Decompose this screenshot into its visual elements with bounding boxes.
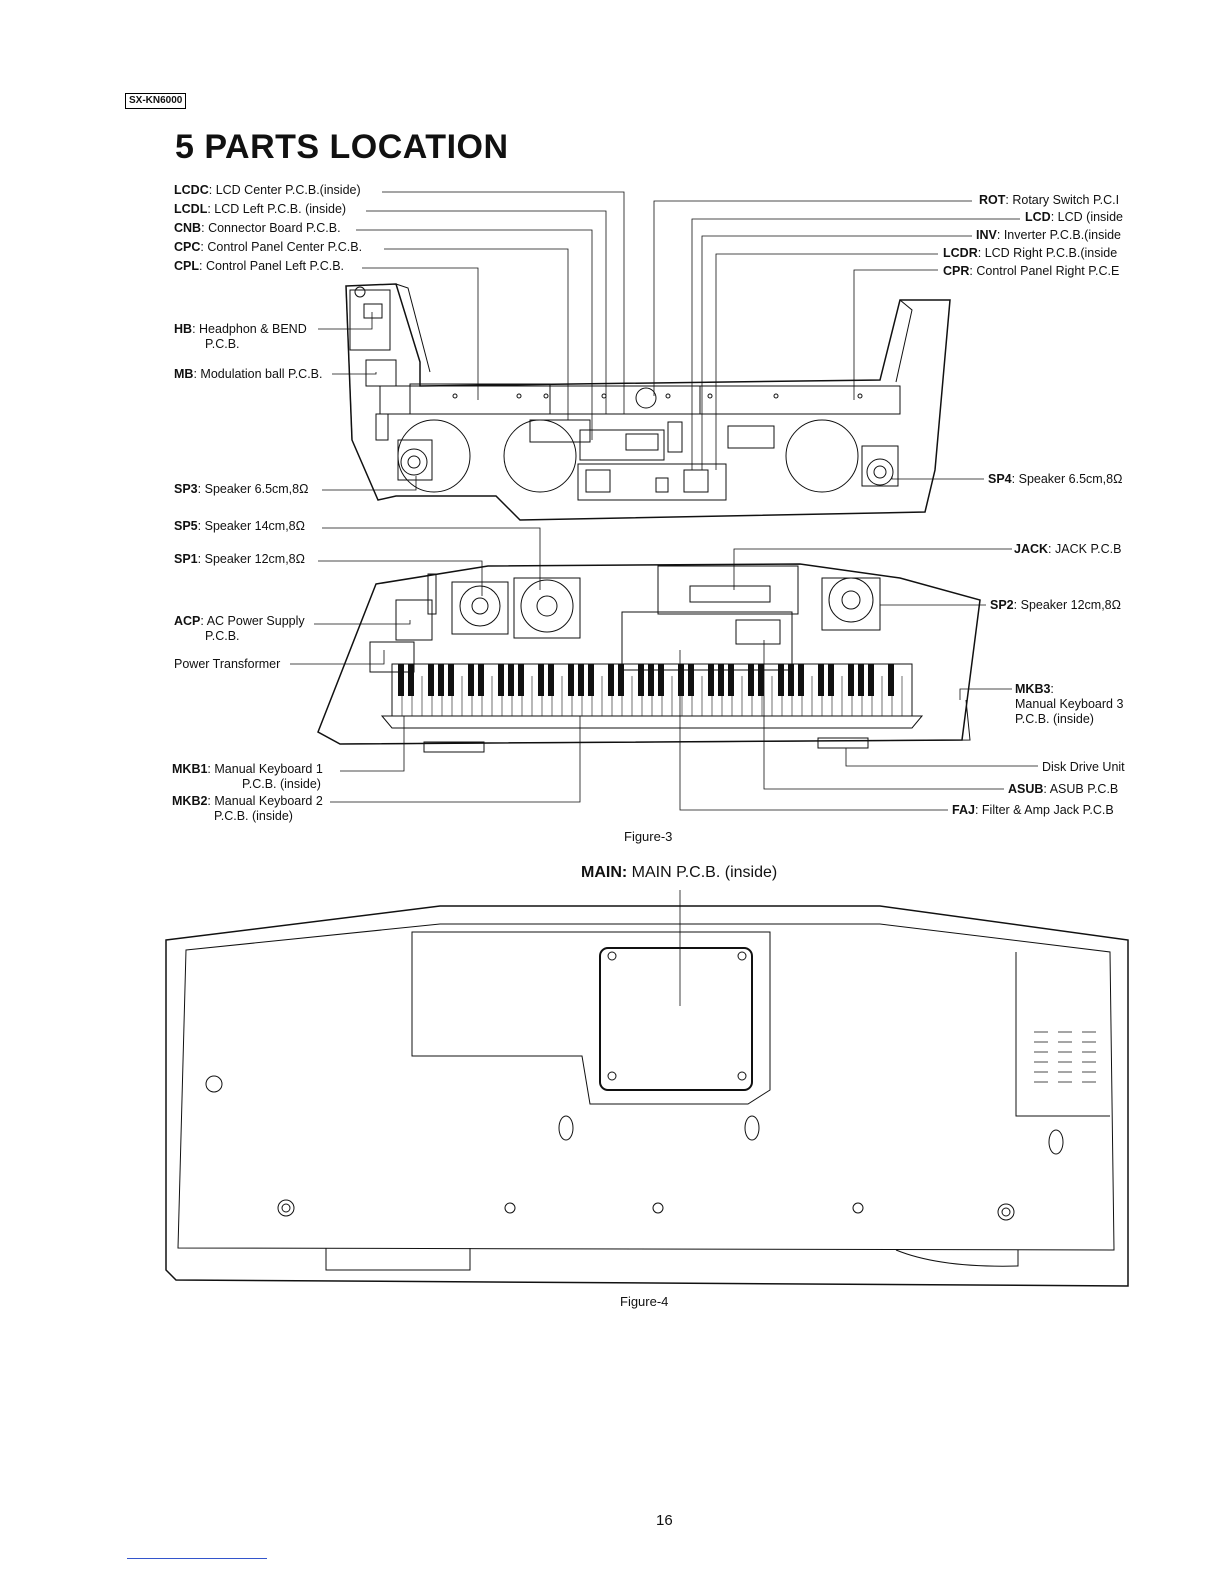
main-pcb-cover — [411, 931, 771, 1105]
label-asub: ASUB: ASUB P.C.B — [1008, 782, 1119, 796]
label-lcdr: LCDR: LCD Right P.C.B.(inside — [943, 246, 1118, 260]
sp2-speaker — [828, 577, 874, 623]
label-lcdl: LCDL: LCD Left P.C.B. (inside) — [174, 202, 347, 216]
faj-board — [621, 611, 793, 671]
label-cpr: CPR: Control Panel Right P.C.E — [943, 264, 1120, 278]
label-sp4: SP4: Speaker 6.5cm,8Ω — [988, 472, 1123, 486]
label-power-transformer: Power Transformer — [174, 657, 281, 671]
label-sp5: SP5: Speaker 14cm,8Ω — [174, 519, 305, 533]
label-sp3: SP3: Speaker 6.5cm,8Ω — [174, 482, 309, 496]
sp5-speaker-frame — [513, 577, 581, 639]
speaker-cutout-left — [397, 419, 471, 493]
label-sp1: SP1: Speaker 12cm,8Ω — [174, 552, 305, 566]
label-disk-drive: Disk Drive Unit — [1042, 760, 1125, 774]
acp-board — [395, 599, 433, 641]
leader-lines — [290, 191, 1038, 811]
lcd-board — [577, 463, 727, 501]
label-mb: MB: Modulation ball P.C.B. — [174, 367, 323, 381]
speaker-cutout-right — [785, 419, 859, 493]
label-cpl: CPL: Control Panel Left P.C.B. — [174, 259, 345, 273]
sp1-speaker — [459, 585, 501, 627]
label-main: MAIN: MAIN P.C.B. (inside) — [581, 864, 778, 881]
disk-drive-slot — [817, 737, 869, 749]
bottom-view-drawing — [165, 890, 1129, 1287]
sp1-speaker-frame — [451, 581, 509, 635]
label-inv: INV: Inverter P.C.B.(inside — [976, 228, 1121, 242]
label-faj: FAJ: Filter & Amp Jack P.C.B — [952, 803, 1114, 817]
vent-slots — [1034, 1031, 1096, 1083]
figure4-caption: Figure-4 — [620, 1294, 669, 1309]
label-jack: JACK: JACK P.C.B — [1014, 542, 1122, 556]
label-cpc: CPC: Control Panel Center P.C.B. — [174, 240, 363, 254]
model-tag: SX-KN6000 — [125, 93, 187, 109]
label-cnb: CNB: Connector Board P.C.B. — [174, 221, 341, 235]
control-panel-drawing — [345, 283, 951, 521]
figure3-caption: Figure-3 — [624, 829, 673, 844]
footer-rule — [127, 1558, 267, 1559]
sp4-speaker — [866, 458, 894, 486]
label-lcd: LCD: LCD (inside — [1025, 210, 1123, 224]
label-rot: ROT: Rotary Switch P.C.I — [979, 193, 1120, 207]
keyboard-drawing — [317, 563, 981, 753]
black-keys — [398, 664, 894, 696]
speaker-cutout-center — [503, 419, 577, 493]
label-sp2: SP2: Speaker 12cm,8Ω — [990, 598, 1121, 612]
page-title: 5 PARTS LOCATION — [175, 128, 509, 166]
sp5-speaker — [520, 579, 574, 633]
sp3-speaker — [400, 448, 428, 476]
label-lcdc: LCDC: LCD Center P.C.B.(inside) — [174, 183, 361, 197]
main-pcb — [599, 947, 753, 1091]
page-number: 16 — [656, 1512, 673, 1529]
jack-board — [657, 565, 799, 615]
